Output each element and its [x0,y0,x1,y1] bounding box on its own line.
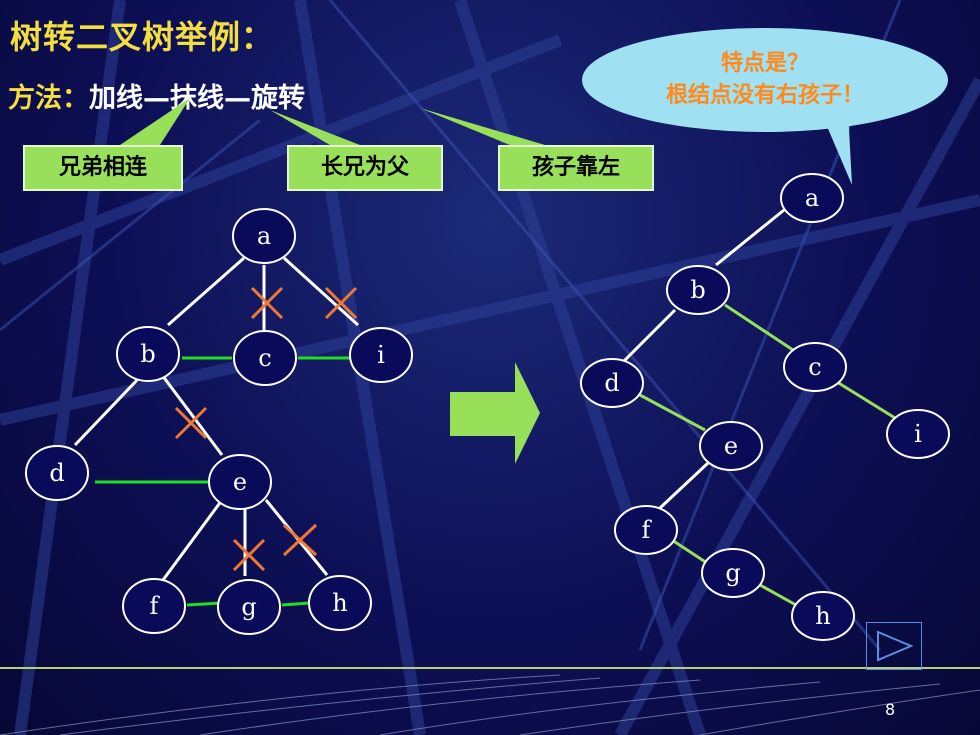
tree-node-e [208,454,272,510]
tree-node-label: i [377,341,385,369]
next-slide-button[interactable] [866,622,922,670]
erase-mark-icon [282,523,318,557]
callout-question: 特点是？ [720,51,809,76]
label-erase-line: 长兄为父 [287,145,443,191]
binary-node-label: a [805,184,819,212]
binary-node-a [780,173,844,223]
binary-node-i [886,409,950,459]
tree-node-b [116,326,180,382]
method-line: 方法：加线—抹线—旋转 [8,76,305,115]
transform-arrow-icon [450,362,540,464]
erase-mark-icon [232,538,266,572]
tree-node-g [217,579,281,635]
tree-node-label: a [257,222,271,250]
tree-node-f [122,578,186,634]
tree-node-label: f [150,592,161,620]
binary-node-label: b [690,276,705,304]
method-steps: 加线—抹线—旋转 [89,83,305,114]
sibling-links [95,356,350,607]
binary-node-label: c [808,353,821,381]
tree-node-label: c [258,344,271,372]
erase-mark-icon [324,286,358,320]
pointer-erase-line [270,110,360,145]
label-add-line: 兄弟相连 [23,145,183,191]
erase-marks [174,286,358,572]
tree-node-c [233,330,297,386]
slide-title: 树转二叉树举例： [10,18,275,56]
erase-mark-icon [250,286,284,320]
tree-node-label: d [49,459,64,487]
binary-tree-left-edges [621,208,785,510]
binary-node-h [791,591,855,641]
tree-node-label: g [241,593,256,621]
binary-node-label: g [725,559,740,587]
binary-node-c [783,342,847,392]
tree-node-label: e [233,468,247,496]
binary-node-d [580,358,644,408]
binary-node-label: e [724,432,738,460]
page-number: 8 [885,700,896,719]
binary-tree-right-edges [639,303,896,607]
binary-node-f [614,505,678,555]
pointer-add-line [120,98,190,145]
method-prefix: 方法： [8,83,89,114]
original-tree-edges [73,256,360,581]
tree-node-label: h [332,589,347,617]
tree-node-i [349,327,413,383]
tree-node-d [25,445,89,501]
callout-bubble: 特点是？ 根结点没有右孩子！ [582,28,948,132]
binary-node-label: i [914,420,922,448]
pointer-rotate [420,108,545,145]
binary-node-label: f [642,516,653,544]
tree-node-h [308,575,372,631]
play-icon [877,630,914,662]
label-rotate: 孩子靠左 [498,145,654,191]
tree-node-a [232,208,296,264]
binary-node-label: d [604,369,619,397]
binary-node-label: h [815,602,830,630]
tree-node-label: b [140,340,155,368]
binary-node-g [701,548,765,598]
erase-mark-icon [174,406,208,440]
callout-answer: 根结点没有右孩子！ [665,83,864,108]
binary-node-e [699,421,763,471]
binary-node-b [666,265,730,315]
